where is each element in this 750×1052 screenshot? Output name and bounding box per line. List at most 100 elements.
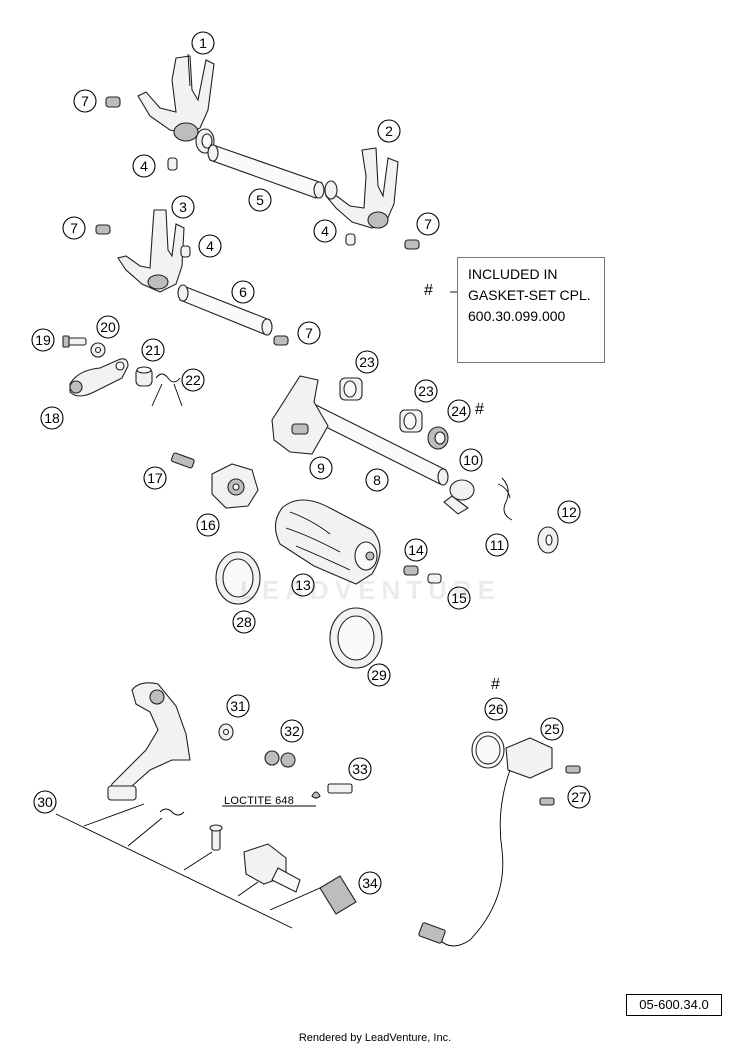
callout-34: 34	[358, 871, 382, 895]
watermark: LEADVENTURE	[240, 575, 502, 605]
svg-text:14: 14	[408, 542, 424, 558]
svg-text:2: 2	[385, 123, 393, 139]
shift-drum-13	[274, 499, 381, 585]
svg-text:5: 5	[256, 192, 264, 208]
shift-rod-5	[207, 144, 325, 199]
svg-text:28: 28	[236, 614, 252, 630]
pin-4b	[180, 245, 191, 258]
screw-27b	[539, 797, 555, 806]
svg-text:20: 20	[100, 319, 116, 335]
svg-text:7: 7	[424, 216, 432, 232]
callout-11: 11	[485, 533, 509, 557]
svg-text:29: 29	[371, 667, 387, 683]
hash-mark-26: #	[491, 676, 500, 693]
callout-10: 10	[459, 448, 483, 472]
callout-5: 5	[248, 188, 272, 212]
pin-15	[427, 573, 442, 584]
seal-ring-24	[427, 426, 449, 450]
callout-7d: 7	[297, 321, 321, 345]
svg-text:26: 26	[488, 701, 504, 717]
callout-33: 33	[348, 757, 372, 781]
bolt-33	[311, 783, 353, 799]
needle-bearing-23a	[339, 377, 363, 401]
washers-32	[264, 750, 296, 768]
callout-31: 31	[226, 694, 250, 718]
spring-7a	[105, 96, 121, 108]
callout-4a: 4	[132, 154, 156, 178]
svg-text:31: 31	[230, 698, 246, 714]
callout-23a: 23	[355, 350, 379, 374]
footer-credit: Rendered by LeadVenture, Inc.	[298, 1032, 452, 1044]
svg-text:24: 24	[451, 403, 467, 419]
svg-text:19: 19	[35, 332, 51, 348]
svg-text:4: 4	[321, 223, 329, 239]
washer-20	[90, 342, 106, 358]
shift-fork-1	[137, 55, 215, 154]
svg-text:23: 23	[418, 383, 434, 399]
callout-8: 8	[365, 468, 389, 492]
callout-32: 32	[280, 719, 304, 743]
callout-3: 3	[171, 195, 195, 219]
loctite-label: LOCTITE 648	[224, 795, 295, 807]
callout-22: 22	[181, 368, 205, 392]
callout-15: 15	[447, 586, 471, 610]
callout-19: 19	[31, 328, 55, 352]
svg-text:34: 34	[362, 875, 378, 891]
pin-4a	[167, 157, 178, 171]
spring-30	[159, 808, 185, 816]
bushing-21	[135, 366, 153, 387]
shift-shaft-8	[271, 375, 449, 486]
svg-text:4: 4	[206, 238, 214, 254]
svg-text:3: 3	[179, 199, 187, 215]
sensor-25	[418, 737, 553, 947]
svg-text:23: 23	[359, 354, 375, 370]
svg-text:11: 11	[490, 537, 505, 553]
callout-9: 9	[309, 456, 333, 480]
svg-text:9: 9	[317, 460, 325, 476]
callout-2: 2	[377, 119, 401, 143]
svg-text:8: 8	[373, 472, 381, 488]
svg-text:30: 30	[37, 794, 53, 810]
spring-7b	[404, 239, 420, 250]
washer-31	[218, 723, 234, 741]
callout-1: 1	[191, 31, 215, 55]
shift-fork-2	[324, 147, 399, 229]
shift-lever-30	[107, 682, 191, 801]
spring-7c	[95, 224, 111, 235]
pin-30	[209, 824, 223, 851]
svg-text:4: 4	[140, 158, 148, 174]
callout-26: 26	[484, 697, 508, 721]
svg-text:21: 21	[145, 342, 161, 358]
bearing-28	[215, 551, 261, 605]
reference-number: 05-600.34.0	[626, 994, 722, 1016]
washer-12	[537, 526, 559, 554]
leader-lines	[55, 53, 458, 929]
spring-14	[403, 565, 419, 576]
svg-text:15: 15	[451, 590, 467, 606]
callout-12: 12	[557, 500, 581, 524]
callout-17: 17	[143, 466, 167, 490]
bolt-17	[170, 452, 195, 469]
callout-7b: 7	[416, 212, 440, 236]
note-line-2: GASKET-SET CPL.	[468, 287, 591, 303]
callout-27: 27	[567, 785, 591, 809]
note-line-3: 600.30.099.000	[468, 308, 566, 324]
svg-text:13: 13	[295, 577, 311, 593]
hash-mark-24: #	[475, 401, 484, 418]
callout-20: 20	[96, 315, 120, 339]
bearing-29	[329, 607, 383, 669]
svg-text:7: 7	[305, 325, 313, 341]
callout-7a: 7	[73, 89, 97, 113]
callout-18: 18	[40, 406, 64, 430]
svg-text:32: 32	[284, 723, 300, 739]
rubber-34	[319, 875, 357, 915]
callout-13: 13	[291, 573, 315, 597]
needle-bearing-23b	[399, 409, 423, 433]
o-ring-26	[471, 731, 505, 769]
callout-7c: 7	[62, 216, 86, 240]
spring-11	[497, 477, 513, 521]
svg-text:10: 10	[463, 452, 479, 468]
svg-text:27: 27	[571, 789, 587, 805]
svg-text:17: 17	[147, 470, 163, 486]
